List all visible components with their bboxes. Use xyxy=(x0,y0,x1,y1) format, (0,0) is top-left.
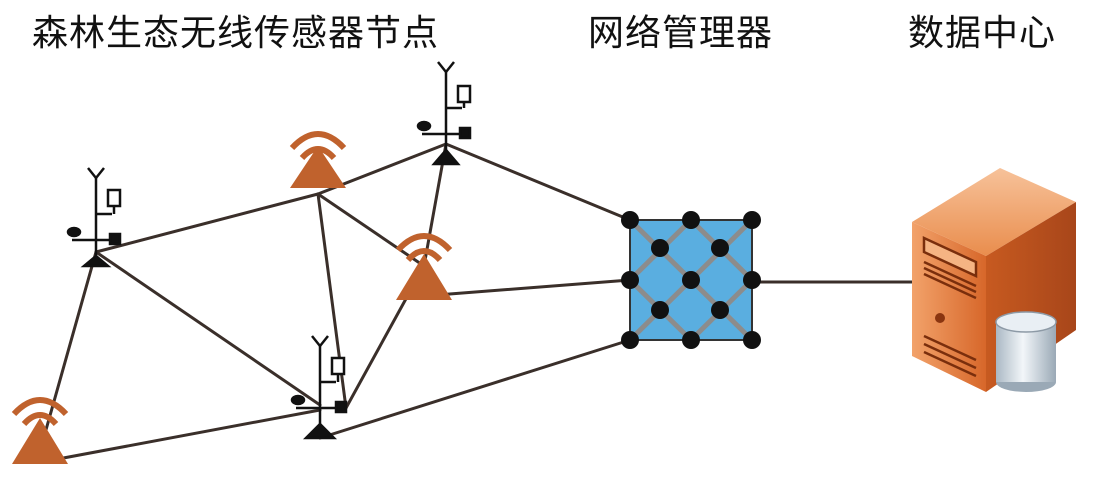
antenna-station-node xyxy=(66,167,122,268)
link xyxy=(40,250,98,446)
signal-triangle-node xyxy=(289,131,347,188)
network-links xyxy=(40,142,920,464)
database-icon xyxy=(995,311,1057,392)
data-center-title: 数据中心 xyxy=(908,13,1057,54)
antenna-station-node xyxy=(290,335,348,440)
link xyxy=(444,142,632,222)
antenna-station-node xyxy=(416,61,472,166)
link xyxy=(94,250,322,407)
link xyxy=(94,192,320,254)
sensor-nodes-title: 森林生态无线传感器节点 xyxy=(32,13,440,54)
mesh-network-manager xyxy=(621,211,761,349)
link xyxy=(318,338,632,440)
network-manager-title: 网络管理器 xyxy=(588,13,774,54)
link xyxy=(422,278,632,298)
link xyxy=(316,192,426,268)
signal-triangle-node xyxy=(395,233,453,300)
link xyxy=(316,192,348,410)
signal-triangle-node xyxy=(11,397,69,464)
link xyxy=(40,408,322,464)
